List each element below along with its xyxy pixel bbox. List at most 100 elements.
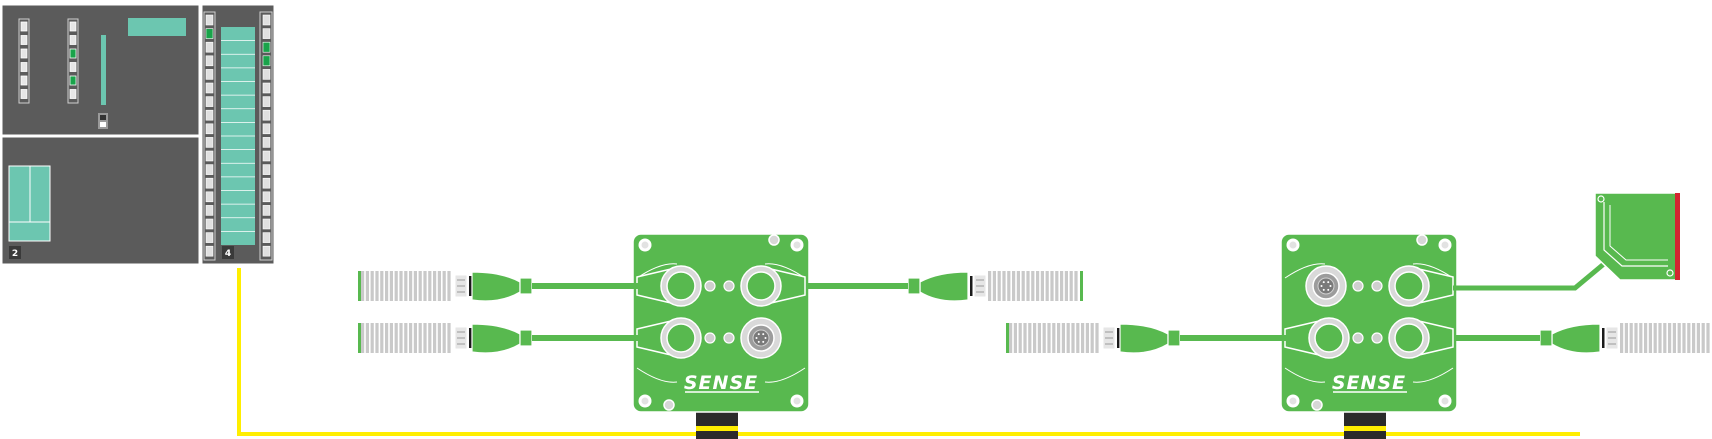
m12-connector-head[interactable] xyxy=(1551,323,1601,354)
port-status-led xyxy=(704,280,716,292)
m12-connector-head[interactable] xyxy=(1119,323,1169,354)
io-terminal xyxy=(262,164,271,175)
m12-connector-head[interactable] xyxy=(471,271,521,302)
cable-grip xyxy=(385,323,389,353)
io-port[interactable] xyxy=(1284,317,1350,359)
status-led xyxy=(69,62,77,72)
cable-grip xyxy=(1040,271,1044,301)
cable-grip xyxy=(380,271,384,301)
io-terminal xyxy=(205,218,214,230)
io-port[interactable] xyxy=(740,265,806,307)
cable-grip xyxy=(399,323,403,353)
cable-grip xyxy=(1095,323,1099,353)
io-terminal xyxy=(262,177,271,189)
cable-grip xyxy=(1064,271,1068,301)
io-terminal xyxy=(262,14,271,26)
cable-grip xyxy=(409,271,413,301)
mounting-clamp xyxy=(1344,412,1386,439)
cable-grip xyxy=(1026,271,1030,301)
cable-grip xyxy=(437,323,441,353)
cable-grip xyxy=(1677,323,1681,353)
io-terminal xyxy=(205,205,214,216)
io-terminal xyxy=(262,28,271,39)
io-port[interactable] xyxy=(1388,265,1454,307)
cable-grip xyxy=(447,323,451,353)
port-status-led xyxy=(723,280,735,292)
io-terminal xyxy=(205,150,214,162)
io-terminal xyxy=(205,191,214,203)
cable-grip xyxy=(1037,323,1041,353)
cable-box2-bottom-right xyxy=(1454,323,1710,354)
cable-grip xyxy=(1682,323,1686,353)
status-led xyxy=(20,75,28,86)
io-terminal xyxy=(262,96,271,107)
cpu-mode-switch[interactable] xyxy=(98,113,108,129)
cable-grip xyxy=(1663,323,1667,353)
cable-grip xyxy=(1002,271,1006,301)
cable-grip xyxy=(365,323,369,353)
cable-grip xyxy=(1042,323,1046,353)
port-status-led xyxy=(1371,280,1383,292)
io-terminal xyxy=(205,41,214,53)
status-led xyxy=(20,48,28,59)
cable-grip xyxy=(1629,323,1633,353)
cable-grip xyxy=(418,323,422,353)
cable-grip xyxy=(1061,323,1065,353)
io-terminal xyxy=(262,245,271,257)
cable-grip xyxy=(389,323,393,353)
m12-connector-head[interactable] xyxy=(471,323,521,354)
cable-grip xyxy=(1696,323,1700,353)
cable-grip xyxy=(375,323,379,353)
cable-grip xyxy=(1069,271,1073,301)
cable-grip xyxy=(423,323,427,353)
io-terminal xyxy=(262,218,271,230)
port-status-led xyxy=(704,332,716,344)
cable-grip xyxy=(1028,323,1032,353)
io-port[interactable] xyxy=(1305,265,1347,307)
io-port[interactable] xyxy=(1388,317,1454,359)
bus-cable xyxy=(237,268,1580,436)
cable-grip xyxy=(1023,323,1027,353)
status-led xyxy=(69,35,77,45)
cable-grip xyxy=(442,271,446,301)
cable-grip xyxy=(1057,323,1061,353)
cpu-display xyxy=(128,18,186,36)
io-terminal xyxy=(205,109,214,121)
cable-grip xyxy=(361,271,365,301)
cable-grip xyxy=(1009,323,1013,353)
cable-grip xyxy=(1653,323,1657,353)
cable-grip xyxy=(447,271,451,301)
plc-io-module: 4 xyxy=(201,4,275,265)
cable-grip xyxy=(1074,271,1078,301)
cable-grip xyxy=(1007,271,1011,301)
io-terminal xyxy=(262,109,271,121)
cable-grip xyxy=(1033,323,1037,353)
io-terminal xyxy=(205,123,214,135)
cable-grip xyxy=(1692,323,1696,353)
io-port[interactable] xyxy=(636,317,702,359)
status-led xyxy=(20,89,28,99)
io-terminal xyxy=(262,191,271,203)
cable-grip xyxy=(1672,323,1676,353)
cable-grip xyxy=(1668,323,1672,353)
m12-connector-head[interactable] xyxy=(919,271,969,302)
cable-grip xyxy=(394,271,398,301)
cable-grip xyxy=(385,271,389,301)
cable-grip xyxy=(1090,323,1094,353)
cpu-led-column-2 xyxy=(69,21,77,99)
cable-grip xyxy=(1031,271,1035,301)
cable-grip xyxy=(375,271,379,301)
cable-grip xyxy=(413,271,417,301)
cable-grip xyxy=(1071,323,1075,353)
io-terminal xyxy=(205,82,214,94)
io-port[interactable] xyxy=(740,317,782,359)
cable-box1-bottom-left xyxy=(358,323,640,354)
io-port[interactable] xyxy=(636,265,702,307)
cable-grip xyxy=(418,271,422,301)
brand-logo: SENSE xyxy=(684,372,758,394)
io-terminal xyxy=(262,123,271,135)
cable-grip xyxy=(1639,323,1643,353)
io-terminal xyxy=(262,205,271,216)
cable-grip xyxy=(1021,271,1025,301)
